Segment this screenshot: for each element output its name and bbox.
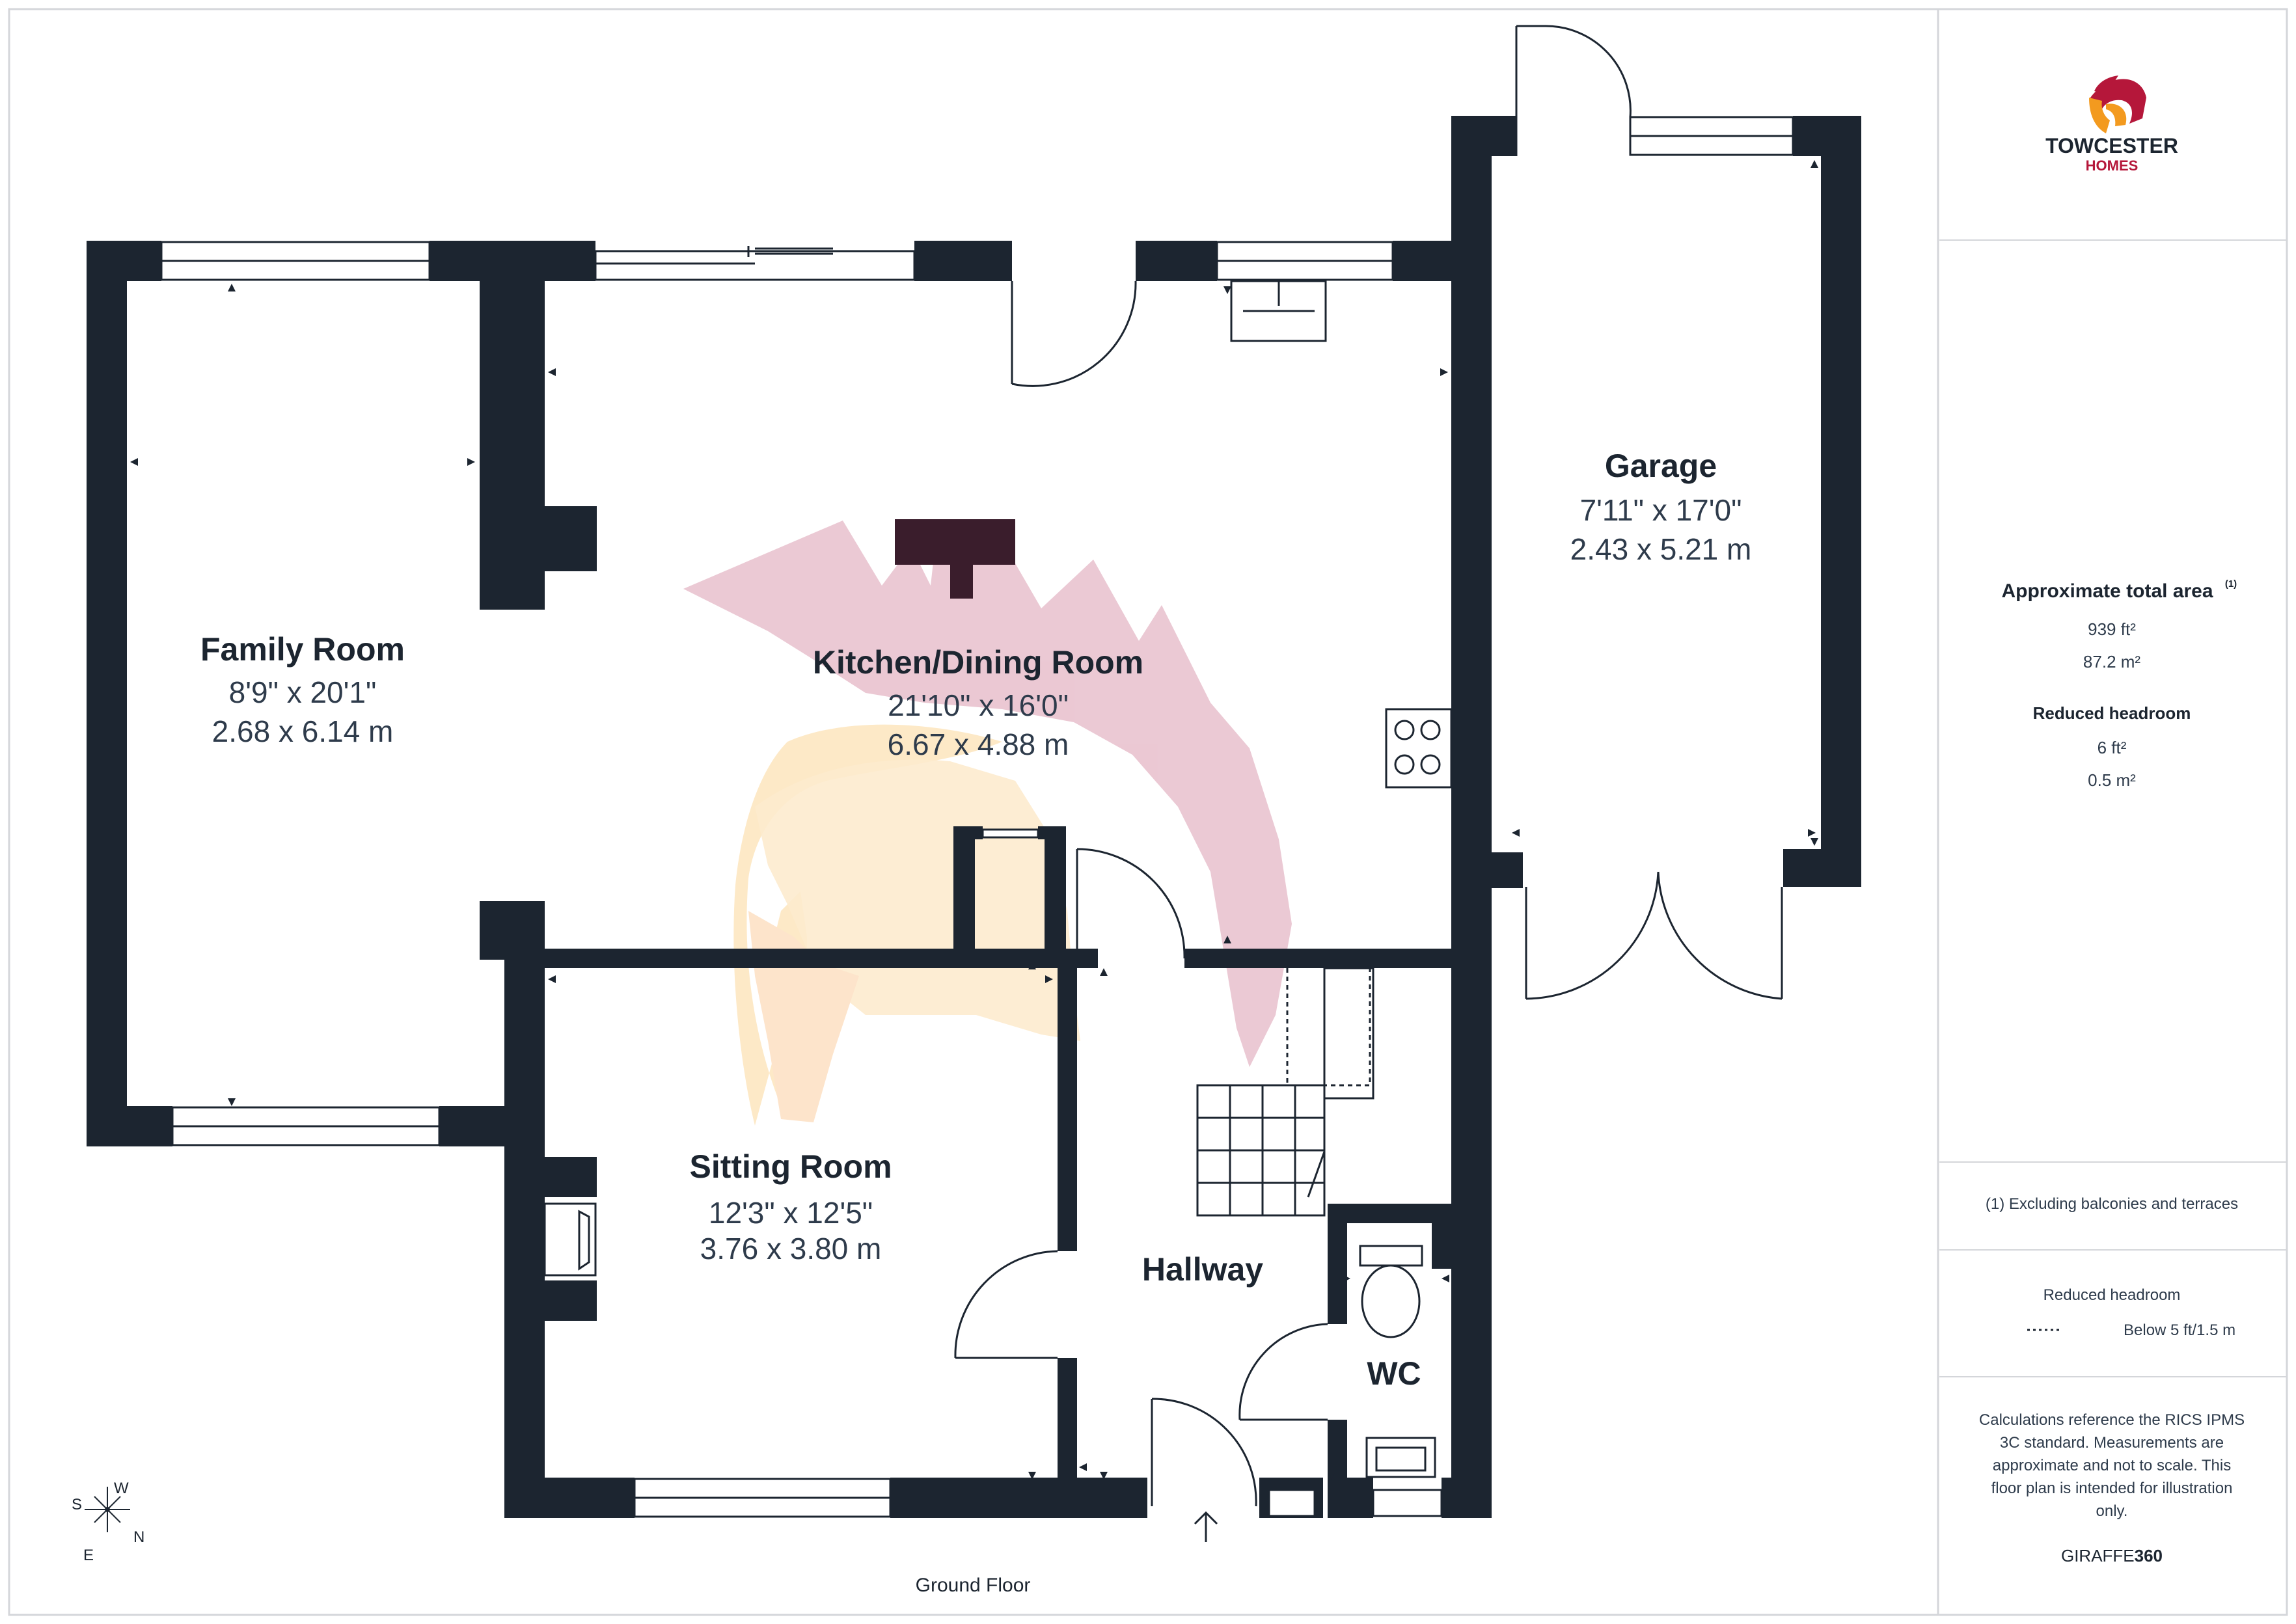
garage-metric: 2.43 x 5.21 m (1570, 532, 1752, 566)
area-note-marker: (1) (2225, 578, 2237, 589)
footnote: (1) Excluding balconies and terraces (1986, 1195, 2238, 1213)
credit-b: 360 (2135, 1546, 2163, 1565)
entrance-arrow-icon (1194, 1511, 1218, 1542)
credit-a: GIRAFFE (2061, 1546, 2135, 1565)
headroom-ft: 6 ft² (2098, 738, 2127, 757)
helmet-watermark (683, 521, 1292, 1126)
measure-arrow-icon (130, 160, 1818, 1480)
disclaimer-line-1: Calculations reference the RICS IPMS (1979, 1411, 2245, 1429)
brand-sub: HOMES (2086, 157, 2139, 174)
garage-name: Garage (1605, 448, 1717, 484)
compass-e: E (83, 1547, 94, 1564)
credit: GIRAFFE360 (2061, 1546, 2163, 1565)
compass-icon (85, 1487, 130, 1532)
walls (87, 116, 1861, 1518)
family-room-name: Family Room (200, 631, 405, 668)
sidebar-separator (1939, 1249, 2287, 1251)
family-room-metric: 2.68 x 6.14 m (212, 714, 394, 748)
family-room-imperial: 8'9" x 20'1" (229, 675, 377, 709)
garage-imperial: 7'11" x 17'0" (1580, 493, 1742, 527)
kitchen-name: Kitchen/Dining Room (813, 644, 1143, 681)
area-ft: 939 ft² (2088, 619, 2136, 639)
compass-s: S (72, 1496, 82, 1513)
disclaimer-line-4: floor plan is intended for illustration (1991, 1480, 2233, 1497)
sidebar-separator (1939, 239, 2287, 241)
sitting-room-metric: 3.76 x 3.80 m (700, 1232, 882, 1265)
brand-name: TOWCESTER (2045, 134, 2178, 157)
frame-border (8, 8, 2288, 1616)
area-m: 87.2 m² (2083, 652, 2140, 671)
fixtures (543, 280, 1453, 1478)
reduced-headroom-outline (1286, 968, 1371, 1087)
sidebar-separator (1939, 1376, 2287, 1377)
wc-name: WC (1367, 1355, 1421, 1392)
area-title: Approximate total area (2001, 580, 2213, 602)
headroom-m: 0.5 m² (2088, 770, 2136, 790)
legend-title: Reduced headroom (2043, 1286, 2181, 1304)
staircase (1196, 967, 1374, 1217)
disclaimer-line-5: only. (2096, 1502, 2128, 1520)
towcester-helmet-logo (2089, 75, 2146, 133)
sitting-room-imperial: 12'3" x 12'5" (709, 1196, 873, 1230)
headroom-title: Reduced headroom (2033, 703, 2191, 723)
compass-w: W (114, 1480, 129, 1497)
compass-n: N (133, 1528, 144, 1546)
floor-label: Ground Floor (916, 1575, 1031, 1596)
disclaimer-line-3: approximate and not to scale. This (1993, 1457, 2231, 1474)
kitchen-metric: 6.67 x 4.88 m (888, 727, 1069, 761)
kitchen-imperial: 21'10" x 16'0" (888, 688, 1069, 722)
legend-line: Below 5 ft/1.5 m (2124, 1321, 2235, 1339)
sliding-door (747, 246, 833, 257)
sidebar-separator (1939, 1161, 2287, 1163)
disclaimer-line-2: 3C standard. Measurements are (2000, 1434, 2224, 1452)
hallway-name: Hallway (1142, 1251, 1263, 1288)
door-swing-icon (954, 25, 1783, 1507)
window-icon (160, 116, 1794, 1518)
sitting-room-name: Sitting Room (689, 1148, 892, 1185)
hob-icon (1385, 708, 1453, 789)
toilet-icon (1359, 1245, 1423, 1267)
